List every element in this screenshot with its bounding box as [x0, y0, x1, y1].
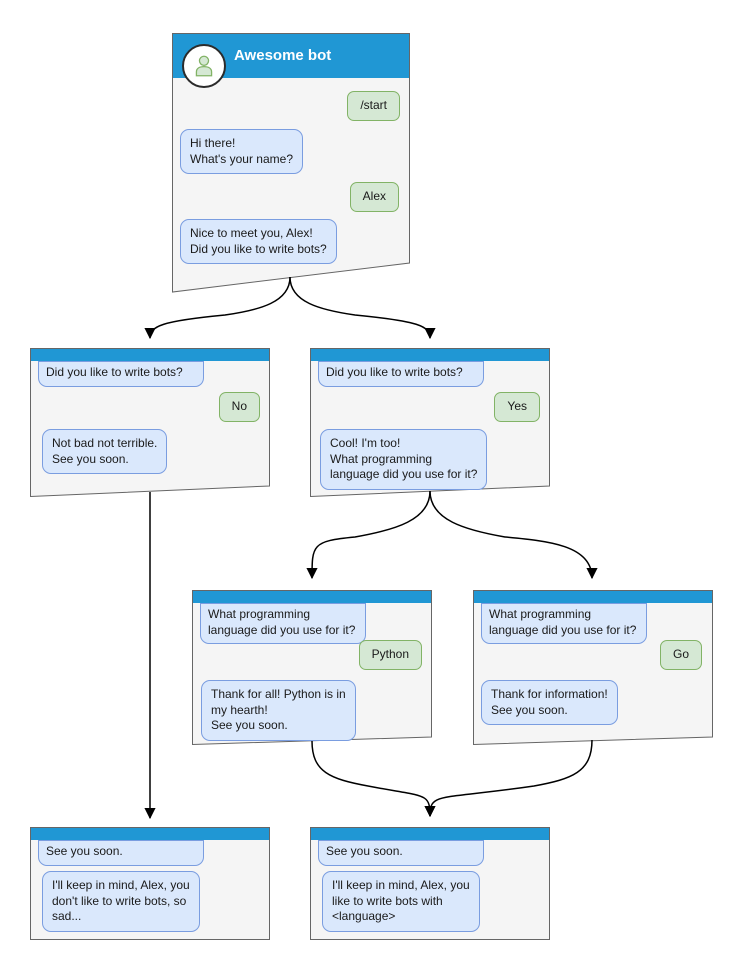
message-bubble-bot: Thank for all! Python is in my hearth! S…: [201, 680, 356, 741]
message-bubble-bot: See you soon.: [38, 840, 204, 866]
message-bubble-bot: What programming language did you use fo…: [200, 603, 366, 645]
message-bubble-user: /start: [347, 91, 400, 121]
message-bubble-user: Python: [358, 640, 422, 670]
message-bubble-bot: I'll keep in mind, Alex, you like to wri…: [322, 871, 480, 932]
message-bubble-user: Alex: [349, 182, 399, 212]
message-bubble-user: No: [218, 392, 260, 422]
message-bubble-bot: What programming language did you use fo…: [481, 603, 647, 645]
message-bubble-bot: I'll keep in mind, Alex, you don't like …: [42, 871, 200, 932]
person-icon: [195, 55, 213, 77]
connector-yes-to-python: [306, 490, 431, 580]
message-bubble-bot: Thank for information! See you soon.: [481, 680, 618, 726]
chat-window-end-no[interactable]: See you soon. I'll keep in mind, Alex, y…: [30, 827, 270, 940]
chat-window-root[interactable]: Awesome bot /start Hi there! What's your…: [172, 33, 410, 293]
chat-window-go[interactable]: What programming language did you use fo…: [473, 590, 713, 745]
window-title: Awesome bot: [234, 47, 332, 64]
message-bubble-bot: Did you like to write bots?: [38, 361, 204, 387]
connector-yes-to-go: [429, 490, 598, 580]
message-bubble-user: Yes: [494, 392, 540, 422]
message-bubble-bot: Not bad not terrible. See you soon.: [42, 429, 168, 475]
message-bubble-user: Go: [659, 640, 702, 670]
chat-window-python[interactable]: What programming language did you use fo…: [192, 590, 432, 745]
message-bubble-bot: Did you like to write bots?: [318, 361, 484, 387]
message-bubble-bot: Hi there! What's your name?: [180, 129, 304, 175]
connector-python-to-end: [311, 740, 436, 818]
connector-go-to-end: [424, 739, 593, 818]
chat-window-yes[interactable]: Did you like to write bots? Yes Cool! I'…: [310, 348, 550, 497]
message-bubble-bot: See you soon.: [318, 840, 484, 866]
chat-window-no[interactable]: Did you like to write bots? No Not bad n…: [30, 348, 270, 497]
message-bubble-bot: Cool! I'm too! What programming language…: [320, 429, 488, 490]
message-bubble-bot: Nice to meet you, Alex! Did you like to …: [180, 219, 337, 265]
chat-window-end-yes[interactable]: See you soon. I'll keep in mind, Alex, y…: [310, 827, 550, 940]
bot-avatar: [182, 44, 226, 88]
